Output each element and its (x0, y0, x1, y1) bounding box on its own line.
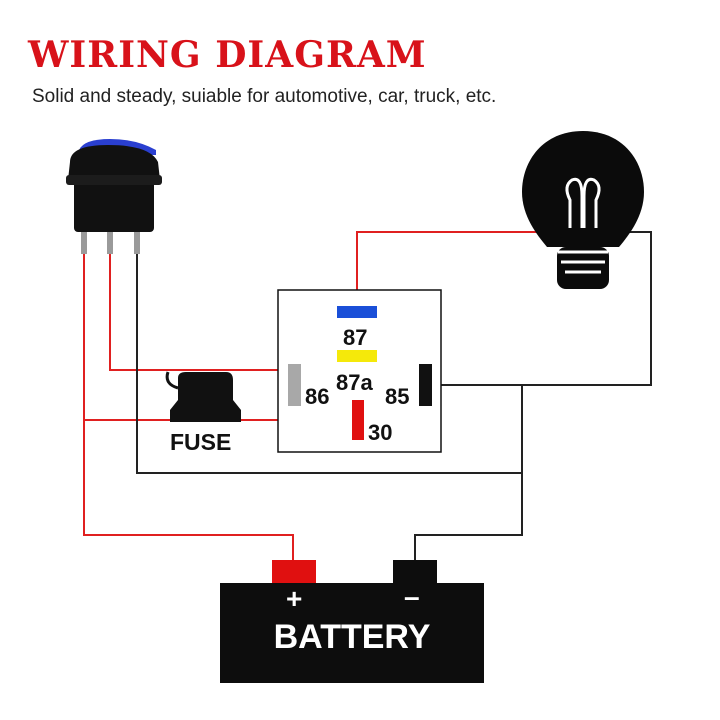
lamp-base (557, 247, 609, 289)
battery-positive-symbol: + (286, 583, 302, 614)
relay-pin-87-bar (337, 306, 377, 318)
fuse-body (170, 372, 241, 422)
relay-pin-86-bar (288, 364, 301, 406)
relay-pin-30-bar (352, 400, 364, 440)
lamp-filament-icon (558, 177, 608, 274)
battery-body (220, 583, 484, 683)
wire-87-to-lamp (356, 231, 545, 303)
battery: + – BATTERY (220, 560, 484, 683)
diagram-subtitle: Solid and steady, suiable for automotive… (32, 86, 497, 107)
relay-pin-85-label: 85 (385, 384, 409, 409)
wire-switch-ground (136, 252, 522, 474)
relay-pin-87-label: 87 (343, 325, 367, 350)
battery-label: BATTERY (274, 618, 431, 656)
switch-pin-right (134, 232, 140, 254)
switch-rocker (68, 145, 160, 180)
fuse-label: FUSE (170, 429, 231, 455)
wire-ground-to-battery-negative (414, 385, 523, 560)
relay-pin-87a-label: 87a (336, 370, 373, 395)
switch-pin-middle (107, 232, 113, 254)
wire-switch-to-relay-86 (109, 252, 288, 371)
rocker-switch (66, 139, 162, 254)
relay-pin-86-label: 86 (305, 384, 329, 409)
relay-pin-85-bar (419, 364, 432, 406)
fuse-clip (165, 371, 179, 390)
fuse: FUSE (165, 371, 241, 455)
switch-flange (66, 175, 162, 185)
battery-positive-terminal (272, 560, 316, 583)
relay: 87 87a 86 85 30 (277, 289, 442, 453)
battery-negative-symbol: – (404, 581, 420, 612)
wire-relay-85-to-lamp (430, 231, 652, 386)
switch-pin-left (81, 232, 87, 254)
relay-pin-30-label: 30 (368, 420, 392, 445)
relay-pin-87a-bar (337, 350, 377, 362)
wire-switch-to-battery-positive (83, 252, 294, 560)
battery-negative-terminal (393, 560, 437, 583)
switch-base (74, 178, 154, 232)
diagram-title: WIRING DIAGRAM (28, 34, 427, 76)
lamp (522, 131, 644, 289)
